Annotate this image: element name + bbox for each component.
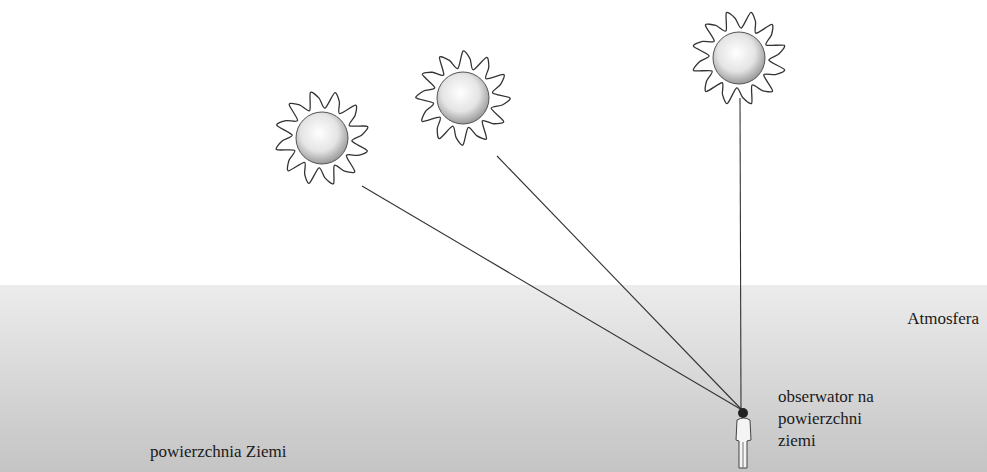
sun-icon bbox=[276, 92, 368, 184]
ground-label: powierzchnia Ziemi bbox=[150, 441, 286, 463]
atmosphere-band: Atmosfera bbox=[0, 285, 987, 472]
observer-label: obserwator na powierzchni ziemi bbox=[778, 386, 890, 452]
sun-rays bbox=[416, 51, 510, 145]
sun-disc bbox=[437, 72, 489, 124]
light-ray bbox=[740, 98, 741, 410]
light-ray bbox=[497, 156, 742, 410]
sun-disc bbox=[713, 32, 765, 84]
region-label: Atmosfera bbox=[907, 308, 979, 330]
observer-figure bbox=[736, 408, 751, 468]
sun-rays bbox=[276, 92, 368, 184]
light-ray bbox=[362, 186, 742, 410]
sun-icon bbox=[693, 12, 784, 103]
sun-rays bbox=[693, 12, 784, 103]
sun-disc bbox=[296, 112, 348, 164]
sun-icon bbox=[416, 51, 510, 145]
